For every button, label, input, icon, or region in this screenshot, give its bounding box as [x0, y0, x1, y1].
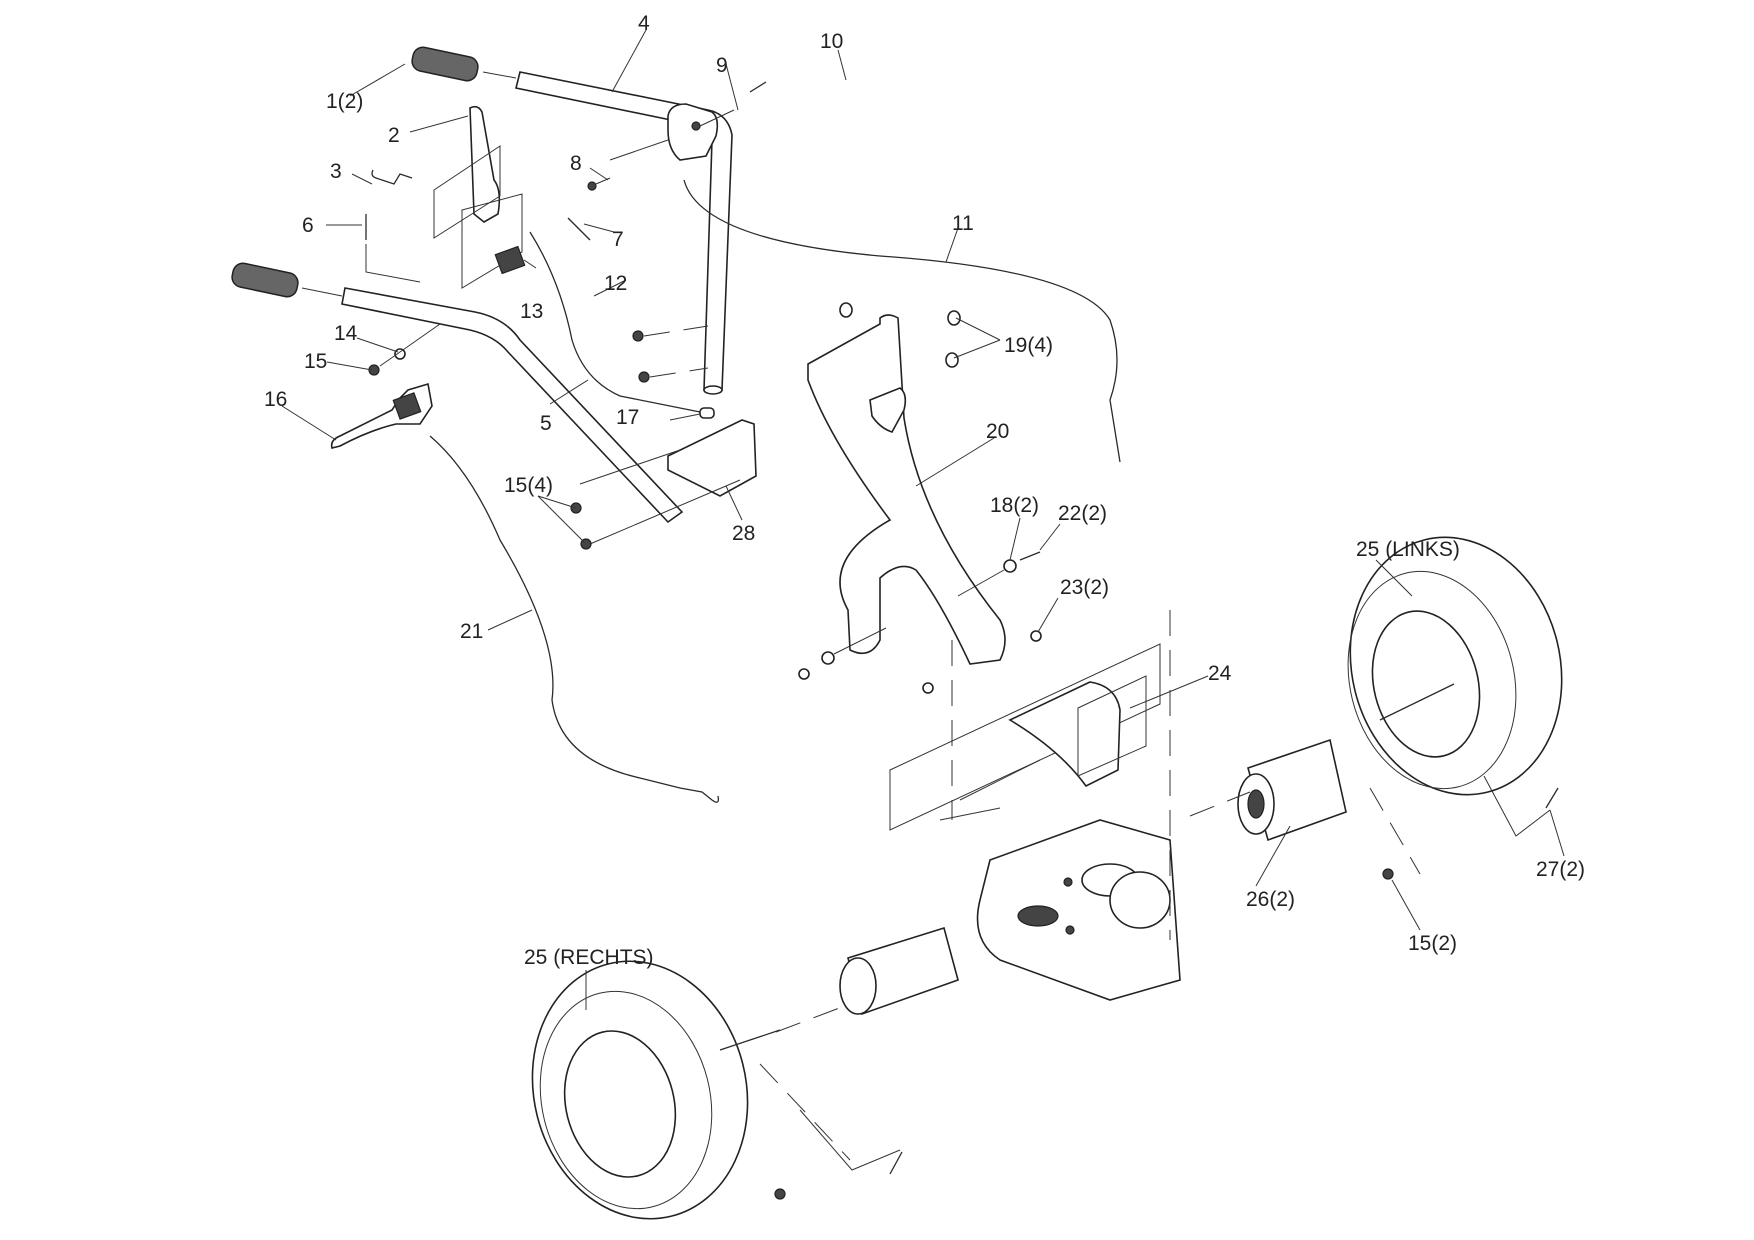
callout-24: 24: [1208, 662, 1232, 685]
callout-20: 20: [986, 420, 1009, 443]
callout-23x2: 23(2): [1060, 576, 1109, 599]
part-axle-sleeve-right: [839, 926, 959, 1016]
part-screw-10: [749, 81, 767, 93]
part-nut-23: [1030, 630, 1042, 642]
callout-2: 2: [388, 124, 400, 147]
callout-10: 10: [820, 30, 843, 53]
callout-25-rechts: 25 (RECHTS): [524, 946, 654, 969]
callout-15x2: 15(2): [1408, 932, 1457, 955]
part-lower-handle-frame: [807, 314, 1006, 665]
part-grip-upper: [411, 46, 517, 82]
part-belt-cover: [889, 643, 1161, 831]
part-hitch-pin-right: [889, 1151, 903, 1175]
callout-15x4: 15(4): [504, 474, 553, 497]
callout-21: 21: [460, 620, 483, 643]
leader-lines: [281, 29, 1565, 1010]
part-cable-end: [699, 407, 715, 419]
part-wheel-hub: [1237, 738, 1347, 842]
callout-6: 6: [302, 214, 314, 237]
callout-26x2: 26(2): [1246, 888, 1295, 911]
callout-22x2: 22(2): [1058, 502, 1107, 525]
part-drive-cable: [429, 435, 681, 789]
part-transmission: [939, 807, 1181, 1001]
part-bolt-22: [1019, 551, 1041, 561]
callout-14: 14: [334, 322, 358, 345]
callout-27x2: 27(2): [1536, 858, 1585, 881]
callout-1: 1(2): [326, 90, 363, 113]
callout-13: 13: [520, 300, 543, 323]
callout-19x4: 19(4): [1004, 334, 1053, 357]
callout-12: 12: [604, 272, 627, 295]
part-nut-8: [587, 181, 597, 191]
part-grip-lower: [231, 262, 343, 298]
part-wheel-right: [531, 960, 781, 1220]
assembly-lines: [759, 610, 1551, 1171]
part-nut-15: [368, 364, 380, 376]
part-washer-18: [1003, 559, 1017, 573]
callout-7: 7: [612, 228, 624, 251]
callout-5: 5: [540, 412, 552, 435]
part-bolt-22b: [798, 668, 810, 680]
part-cable-12: [529, 231, 701, 413]
callout-25-links: 25 (LINKS): [1356, 538, 1460, 561]
callout-8: 8: [570, 152, 582, 175]
callout-15: 15: [304, 350, 327, 373]
callout-3: 3: [330, 160, 342, 183]
callout-9: 9: [716, 54, 728, 77]
callout-28: 28: [732, 522, 755, 545]
part-nut-15-wheel: [1382, 868, 1394, 880]
part-nut-23b: [922, 682, 934, 694]
part-wheel-left: [1347, 536, 1563, 796]
part-control-lever: [433, 105, 526, 289]
part-drive-cable-spring: [679, 787, 720, 803]
part-nut-15c: [632, 330, 644, 342]
part-hitch-pin: [1545, 787, 1559, 809]
part-bracket-28: [667, 419, 757, 497]
part-drive-lever: [330, 382, 433, 449]
callout-18x2: 18(2): [990, 494, 1039, 517]
part-pin: [365, 214, 421, 283]
callout-17: 17: [616, 406, 639, 429]
part-bolt-7: [567, 217, 591, 241]
part-shift-rod: [683, 179, 1121, 463]
part-spring-wire: [371, 169, 413, 185]
part-nut-15d: [638, 371, 650, 383]
callout-4: 4: [638, 12, 650, 35]
part-nut-15-wheel-right: [774, 1188, 786, 1200]
callout-11: 11: [952, 212, 974, 235]
part-upper-handlebar-left: [341, 287, 684, 524]
callout-16: 16: [264, 388, 287, 411]
callout-labels: 1(2) 2 3 4 5 6 7 8 9 10 11 12 13 14 15 1…: [264, 12, 1585, 969]
part-shift-knob: [609, 103, 735, 161]
part-washer-18b: [821, 651, 835, 665]
